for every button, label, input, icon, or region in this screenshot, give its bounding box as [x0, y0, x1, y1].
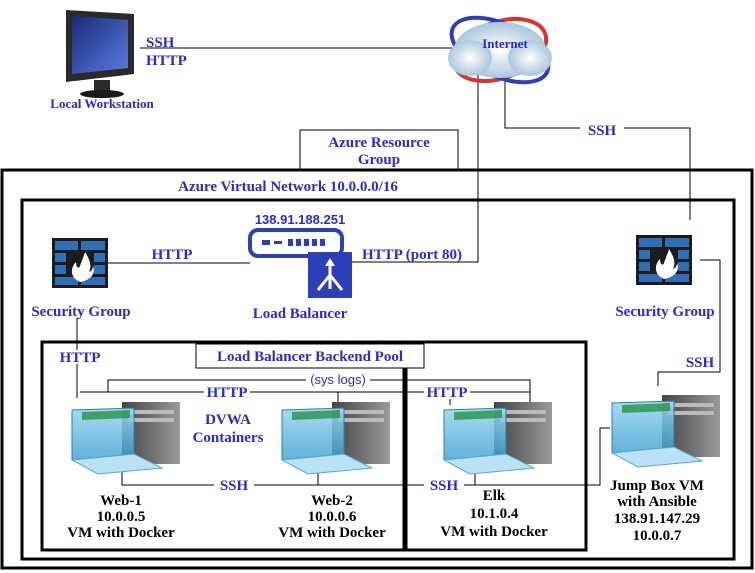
jumpbox-labels: Jump Box VM with Ansible 138.91.147.29 1…	[610, 478, 704, 544]
link-internet-loadbalancer	[340, 60, 479, 263]
load-balancer-label: Load Balancer	[253, 306, 348, 322]
jumpbox-line2: with Ansible	[617, 494, 697, 510]
sys-logs-label: (sys logs)	[310, 372, 366, 387]
web1-labels: Web-1 10.0.0.5 VM with Docker	[67, 493, 175, 541]
firewall-icon	[52, 238, 108, 288]
link-ssh-web	[121, 427, 610, 486]
load-balancer-icon	[248, 228, 352, 298]
web2-labels: Web-2 10.0.0.6 VM with Docker	[278, 493, 386, 541]
internet-label: Internet	[482, 36, 528, 51]
firewall-icon	[636, 235, 692, 285]
vnet-label: Azure Virtual Network 10.0.0.0/16	[178, 179, 398, 195]
server-icon	[611, 394, 721, 468]
sg-right-label: Security Group	[615, 304, 714, 320]
ssh-web-label: SSH	[220, 478, 249, 494]
workstation-http-label: HTTP	[146, 53, 187, 69]
load-balancer-ip: 138.91.188.251	[255, 212, 345, 227]
sg-left-label: Security Group	[31, 304, 130, 320]
monitor-icon	[66, 10, 134, 98]
backend-pool-label-box	[195, 343, 425, 369]
server-icon	[443, 401, 553, 475]
backend-pool-http-label: HTTP	[60, 350, 101, 366]
load-balancer-http-label: HTTP (port 80)	[362, 247, 462, 263]
web2-name: Web-2	[311, 493, 353, 509]
resource-group-line1: Azure Resource	[328, 135, 430, 151]
web1-ip: 10.0.0.5	[97, 509, 146, 525]
elk-name: Elk	[483, 488, 506, 504]
server-icon	[281, 401, 391, 475]
workstation-ssh-label: SSH	[146, 35, 175, 51]
server-icon	[71, 401, 181, 475]
elk-desc: VM with Docker	[440, 524, 548, 540]
vnet-box	[0, 168, 754, 570]
inner-box	[20, 198, 736, 561]
elk-box	[402, 340, 588, 552]
resource-group-line2: Group	[358, 152, 400, 168]
workstation-label: Local Workstation	[50, 96, 154, 111]
link-sgright-jumpbox	[657, 259, 721, 386]
http-elk-label: HTTP	[427, 385, 468, 401]
dvwa-line2: Containers	[193, 430, 264, 446]
resource-group-box	[299, 129, 459, 171]
cloud-icon	[448, 15, 552, 85]
ssh-elk-label: SSH	[430, 478, 459, 494]
web1-desc: VM with Docker	[67, 525, 175, 541]
dvwa-line1: DVWA	[205, 412, 251, 428]
http-web-label: HTTP	[207, 385, 248, 401]
sg-left-http-label: HTTP	[152, 247, 193, 263]
elk-ip: 10.1.0.4	[470, 506, 519, 522]
ssh-internet-jumpbox-label: SSH	[588, 123, 617, 139]
ssh-jumpbox-sg-label: SSH	[686, 355, 715, 371]
jumpbox-line1: Jump Box VM	[610, 478, 704, 494]
jumpbox-ip-public: 138.91.147.29	[614, 511, 700, 527]
web2-desc: VM with Docker	[278, 525, 386, 541]
backend-pool-label: Load Balancer Backend Pool	[217, 349, 403, 365]
web2-ip: 10.0.0.6	[308, 509, 357, 525]
elk-labels: Elk 10.1.0.4 VM with Docker	[440, 488, 548, 540]
backend-pool-box	[40, 340, 408, 552]
web1-name: Web-1	[100, 493, 142, 509]
jumpbox-ip-private: 10.0.0.7	[633, 528, 682, 544]
